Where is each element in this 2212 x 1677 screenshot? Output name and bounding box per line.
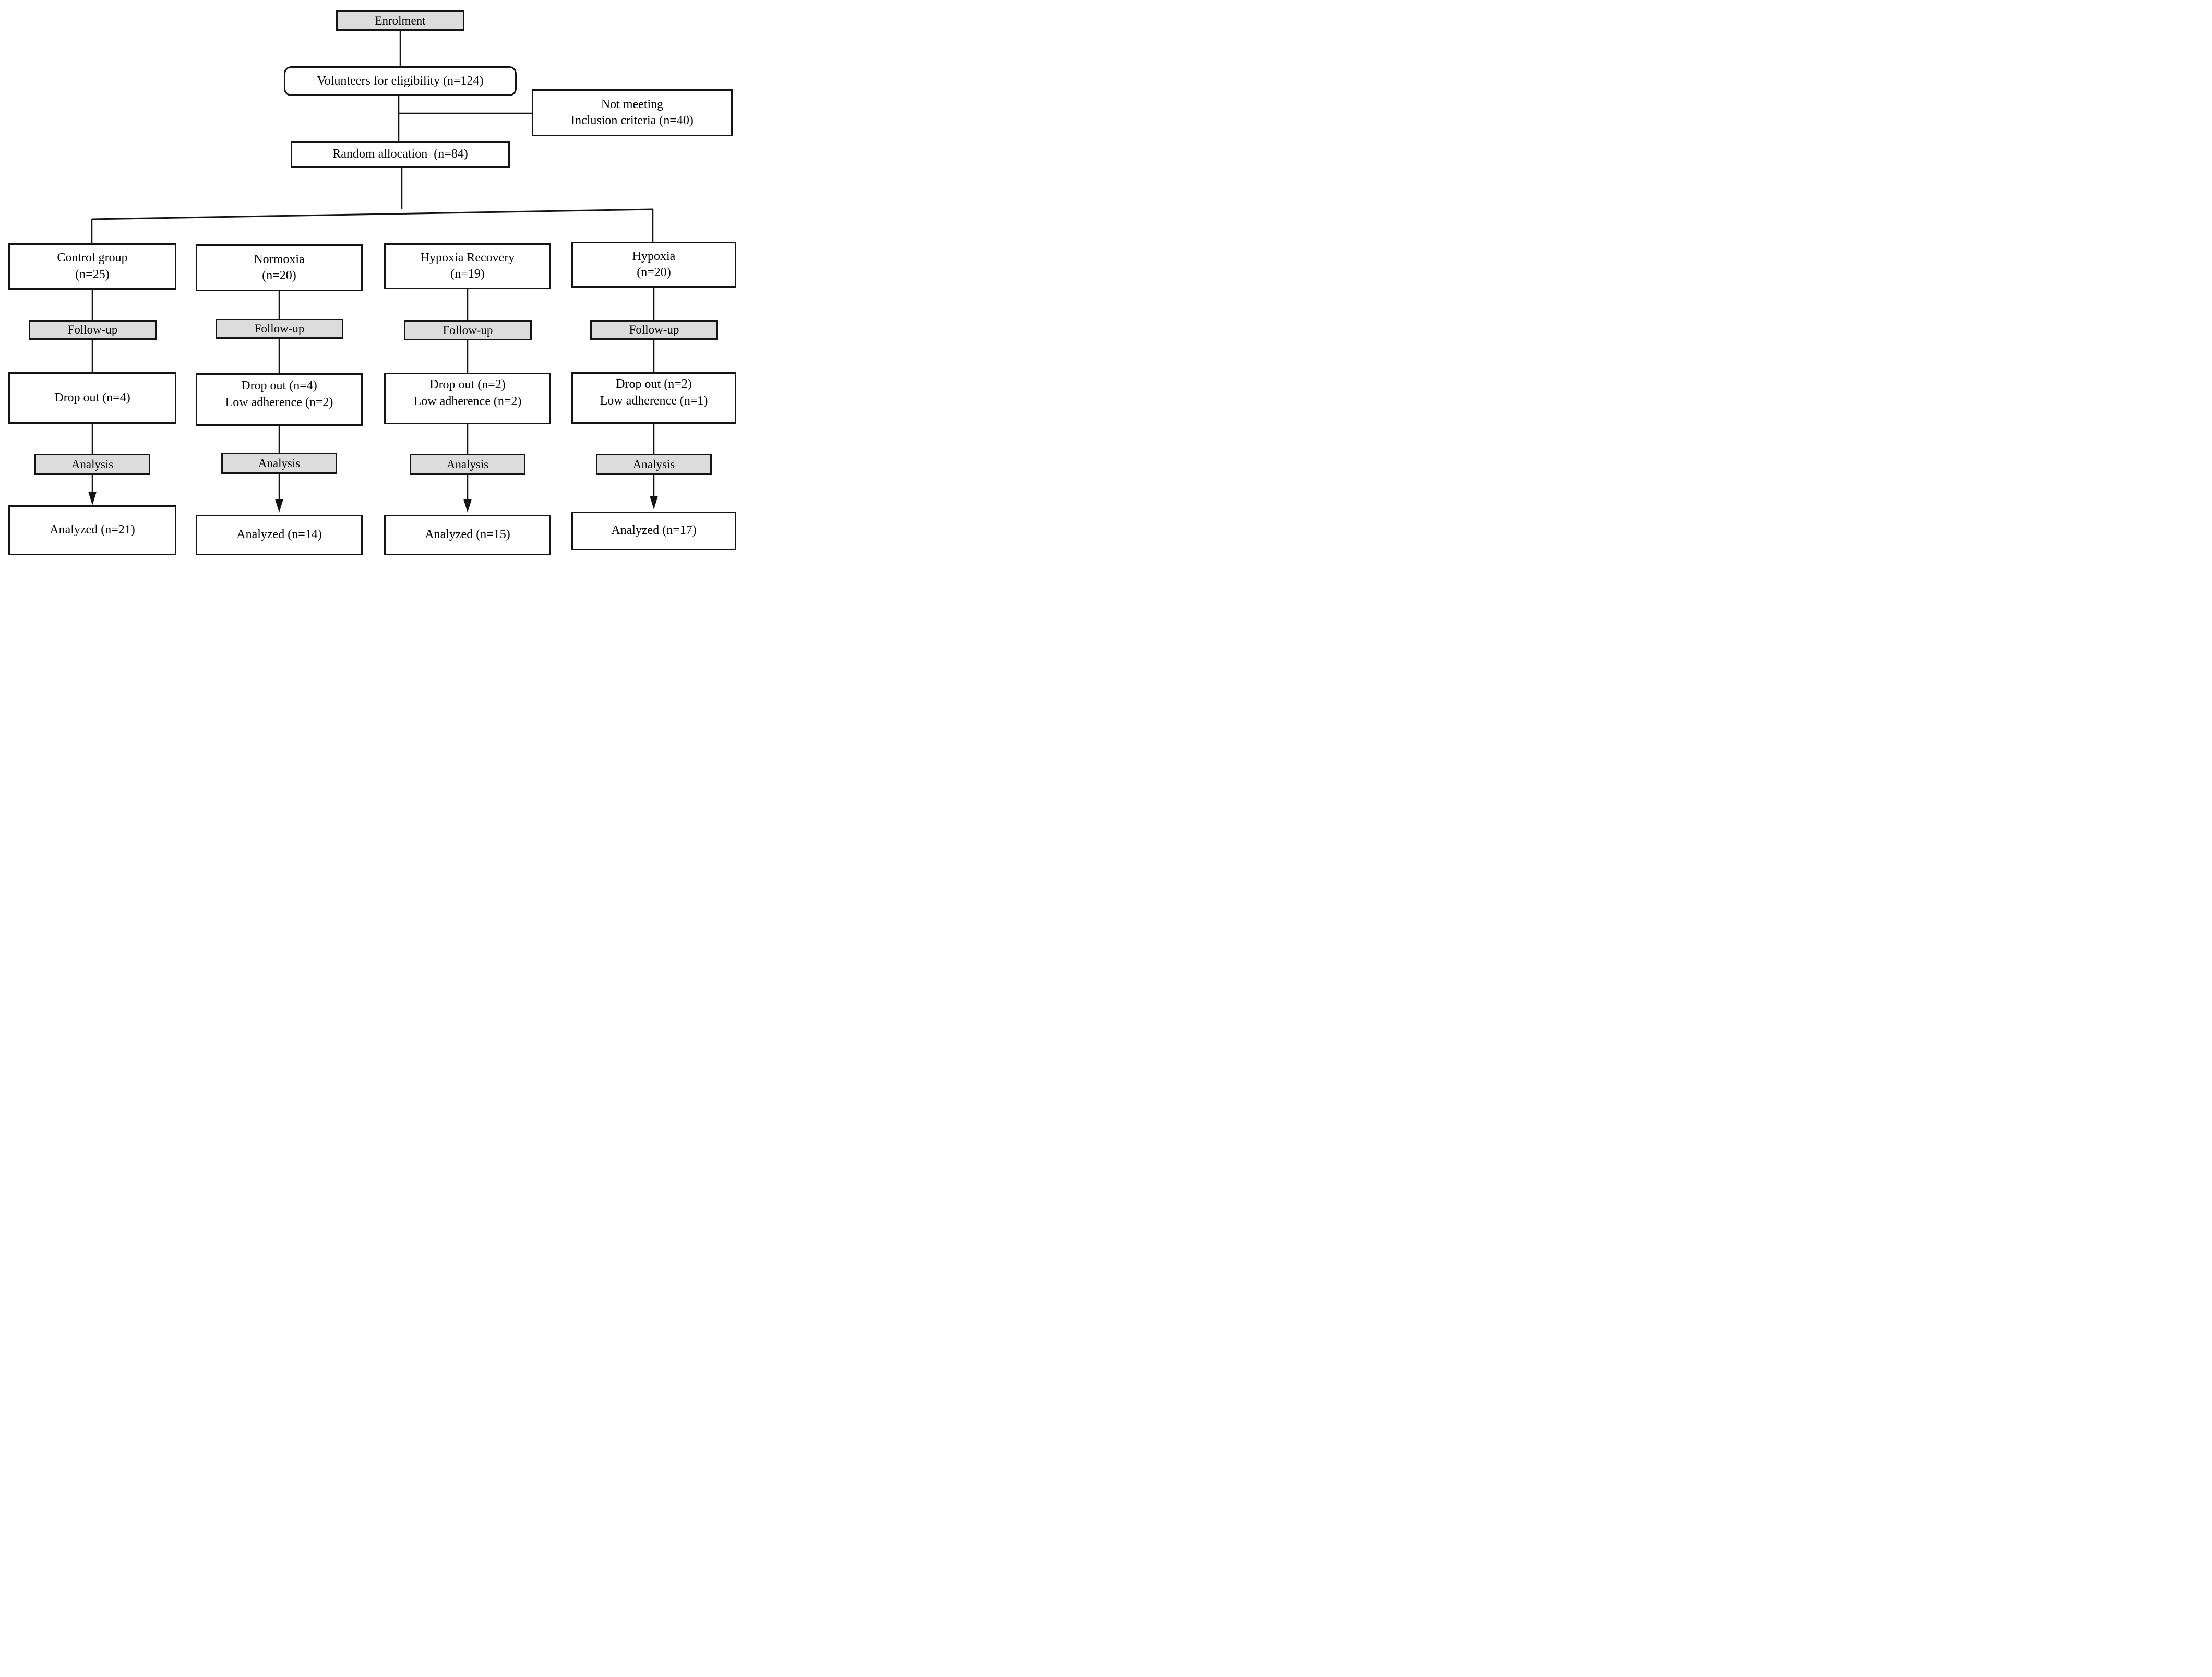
random-allocation-label: Random allocation (n=84)	[332, 147, 468, 161]
analyzed-label: Analyzed (n=21)	[50, 523, 135, 537]
analyzed-box-hypoxia-recovery: Analyzed (n=15)	[384, 515, 551, 555]
consort-flow-diagram: Enrolment Volunteers for eligibility (n=…	[0, 0, 737, 559]
followup-label: Follow-up	[67, 323, 118, 337]
connector-line	[91, 208, 653, 220]
analyzed-label: Analyzed (n=15)	[425, 528, 510, 542]
arrow-head	[88, 492, 97, 505]
dropout-line1: Drop out (n=4)	[54, 390, 130, 405]
analysis-label: Analysis	[632, 457, 675, 471]
analysis-box-normoxia: Analysis	[221, 453, 337, 474]
dropout-line1: Drop out (n=2)	[616, 377, 692, 391]
dropout-line2: Low adherence (n=2)	[225, 395, 333, 409]
followup-box-normoxia: Follow-up	[216, 319, 343, 339]
dropout-box-hypoxia-recovery: Drop out (n=2) Low adherence (n=2)	[384, 373, 551, 424]
enrolment-label: Enrolment	[375, 14, 426, 27]
random-allocation-box: Random allocation (n=84)	[291, 141, 510, 168]
analyzed-box-control: Analyzed (n=21)	[8, 505, 176, 555]
group-name: Hypoxia Recovery	[420, 251, 515, 265]
analyzed-box-normoxia: Analyzed (n=14)	[196, 515, 363, 555]
arrow-head	[463, 499, 472, 513]
followup-label: Follow-up	[254, 322, 305, 336]
arrow-head	[650, 496, 658, 509]
analyzed-box-hypoxia: Analyzed (n=17)	[571, 512, 736, 550]
analyzed-label: Analyzed (n=14)	[236, 528, 322, 542]
followup-label: Follow-up	[443, 323, 493, 337]
dropout-box-normoxia: Drop out (n=4) Low adherence (n=2)	[196, 373, 363, 426]
group-n: (n=19)	[450, 267, 485, 281]
flow-connectors	[88, 31, 658, 513]
analyzed-label: Analyzed (n=17)	[611, 524, 697, 538]
dropout-line1: Drop out (n=4)	[241, 379, 317, 393]
group-name: Control group	[57, 251, 128, 265]
followup-box-control: Follow-up	[29, 320, 157, 340]
followup-box-hypoxia: Follow-up	[590, 320, 718, 340]
dropout-line2: Low adherence (n=2)	[413, 394, 522, 408]
analysis-box-hypoxia: Analysis	[596, 454, 712, 475]
followup-label: Follow-up	[629, 323, 679, 337]
analysis-label: Analysis	[258, 456, 301, 470]
group-box-hypoxia-recovery: Hypoxia Recovery (n=19)	[384, 243, 551, 289]
exclusion-line2: Inclusion criteria (n=40)	[571, 114, 694, 127]
group-n: (n=20)	[262, 269, 296, 282]
eligibility-box: Volunteers for eligibility (n=124)	[284, 66, 517, 96]
arrow-head	[275, 499, 283, 513]
group-n: (n=20)	[637, 266, 671, 279]
group-name: Normoxia	[254, 252, 305, 266]
followup-box-hypoxia-recovery: Follow-up	[404, 320, 532, 340]
analysis-box-control: Analysis	[34, 454, 150, 475]
group-n: (n=25)	[75, 267, 110, 281]
exclusion-box: Not meeting Inclusion criteria (n=40)	[532, 89, 733, 136]
enrolment-box: Enrolment	[336, 10, 464, 31]
group-name: Hypoxia	[632, 249, 676, 263]
dropout-line1: Drop out (n=2)	[429, 378, 506, 392]
group-box-normoxia: Normoxia (n=20)	[196, 244, 363, 291]
analysis-label: Analysis	[446, 457, 489, 471]
exclusion-line1: Not meeting	[601, 97, 664, 111]
analysis-label: Analysis	[71, 457, 114, 471]
dropout-box-hypoxia: Drop out (n=2) Low adherence (n=1)	[571, 372, 736, 424]
eligibility-label: Volunteers for eligibility (n=124)	[317, 74, 484, 88]
group-box-control: Control group (n=25)	[8, 243, 176, 290]
analysis-box-hypoxia-recovery: Analysis	[410, 454, 525, 475]
dropout-line2: Low adherence (n=1)	[600, 394, 708, 408]
dropout-box-control: Drop out (n=4)	[8, 372, 176, 424]
group-box-hypoxia: Hypoxia (n=20)	[571, 242, 736, 288]
